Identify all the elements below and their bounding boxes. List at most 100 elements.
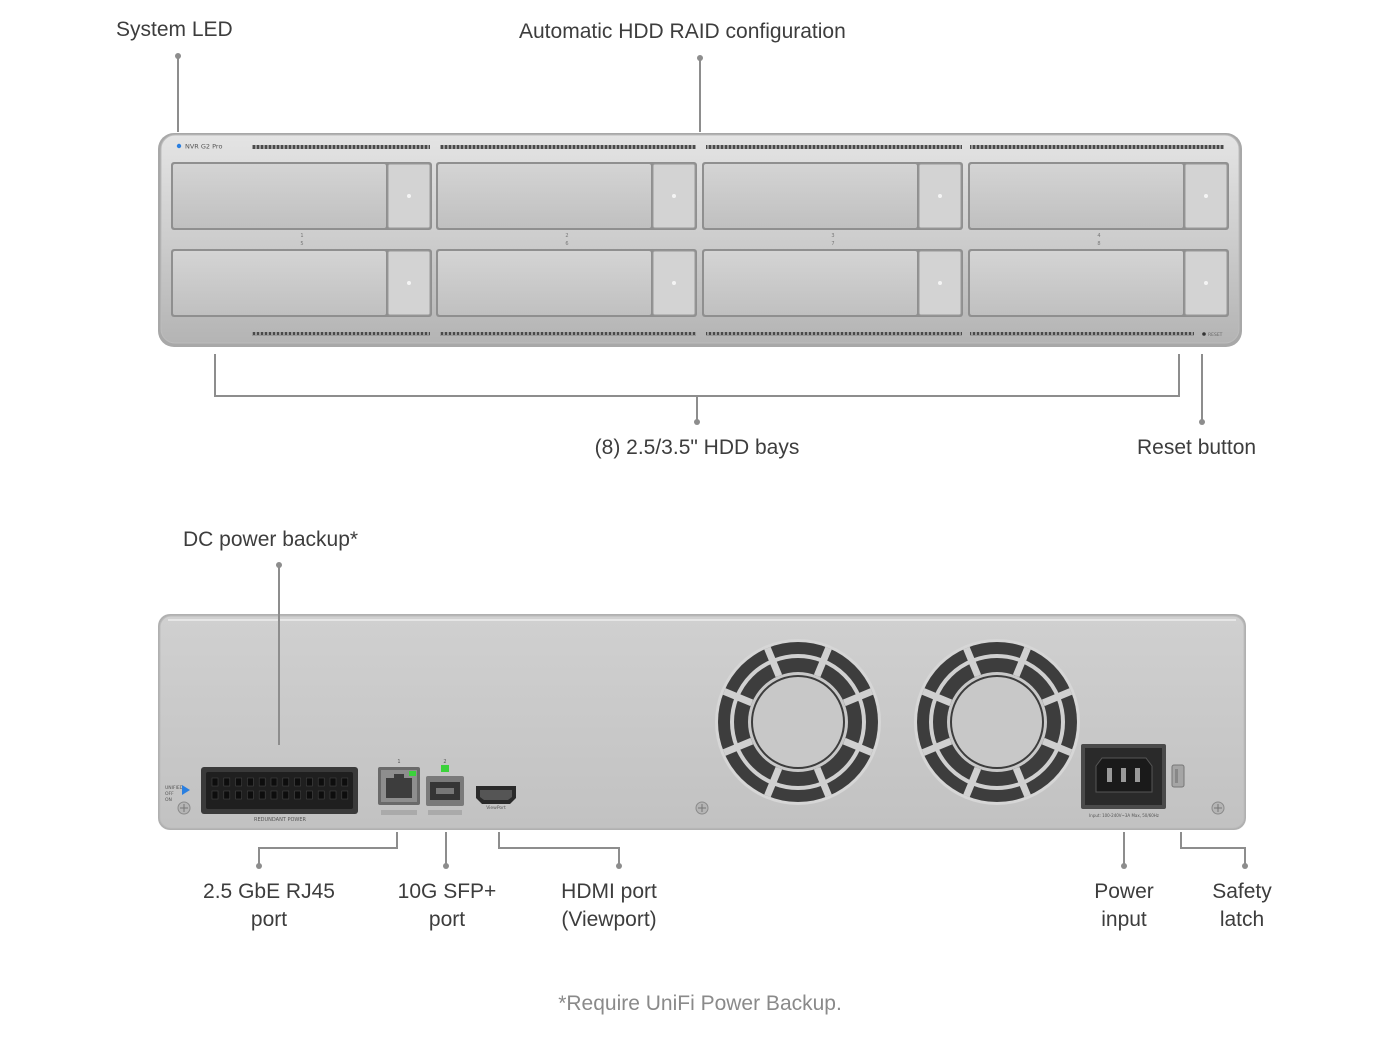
dc-power-backup-port[interactable] xyxy=(201,767,358,814)
hdd-bay-tray[interactable] xyxy=(171,162,432,230)
bay-number: 8 xyxy=(1097,241,1100,247)
sfp-label-line2: port xyxy=(428,908,466,931)
power-label-line1: Power xyxy=(1094,880,1154,903)
connector-pin xyxy=(341,777,349,787)
front-panel: NVR G2 Pro RESET 1 2 3 4 5 6 7 8 xyxy=(158,133,1242,347)
switch-text: ON xyxy=(165,797,172,803)
connector-pin xyxy=(247,790,254,800)
front-vent xyxy=(440,145,696,149)
dc-power-backup-label: DC power backup* xyxy=(183,528,359,551)
rj45-label-line1: 2.5 GbE RJ45 xyxy=(203,880,335,903)
connector-pin xyxy=(306,777,313,787)
device-badge: NVR G2 Pro xyxy=(185,143,222,151)
hdmi-port-label: HDMI port (Viewport) xyxy=(561,878,657,934)
rj45-port[interactable] xyxy=(378,767,420,805)
footnote: *Require UniFi Power Backup. xyxy=(558,992,842,1015)
latch-label-line2: latch xyxy=(1219,908,1265,931)
connector-pin xyxy=(329,790,337,800)
screw-icon xyxy=(177,801,191,815)
rear-leader-lines xyxy=(258,565,1246,866)
hdd-bays-label: (8) 2.5/3.5" HDD bays xyxy=(594,436,800,459)
connector-pin xyxy=(282,790,290,800)
front-vent xyxy=(970,332,1194,336)
connector-pin xyxy=(211,777,219,787)
hdd-bay-tray[interactable] xyxy=(968,162,1229,230)
hdd-bay-tray[interactable] xyxy=(436,162,697,230)
bay-led xyxy=(672,194,676,198)
bay-number: 5 xyxy=(300,241,303,247)
port-number: 1 xyxy=(397,759,400,765)
viewport-text: ViewPort xyxy=(486,805,506,811)
port-label-plate xyxy=(381,810,417,815)
system-led-label: System LED xyxy=(116,18,233,41)
connector-pin xyxy=(306,790,313,800)
connector-pin xyxy=(341,790,349,800)
hdmi-port[interactable] xyxy=(476,786,516,804)
bay-led xyxy=(938,281,942,285)
led-indicator xyxy=(182,785,190,795)
connector-pin xyxy=(317,790,325,800)
power-rating-text: Input: 100-240V~3A Max, 50/60Hz xyxy=(1089,813,1159,818)
bay-led xyxy=(672,281,676,285)
screw-icon xyxy=(695,801,709,815)
bay-number: 7 xyxy=(831,241,834,247)
hdmi-label-line2: (Viewport) xyxy=(561,908,657,931)
connector-pin xyxy=(294,777,301,787)
connector-pin xyxy=(270,790,278,800)
bay-led xyxy=(407,281,411,285)
screw-icon xyxy=(1211,801,1225,815)
connector-pin xyxy=(211,790,219,800)
connector-pin xyxy=(235,777,242,787)
bay-led xyxy=(1204,281,1208,285)
safety-latch[interactable] xyxy=(1171,764,1185,788)
port-label-plate xyxy=(428,810,462,815)
hdd-bays xyxy=(171,162,1229,317)
connector-pin xyxy=(223,790,231,800)
hdd-bay-tray[interactable] xyxy=(968,249,1229,317)
connector-pin xyxy=(294,790,301,800)
power-input-label: Power input xyxy=(1094,878,1154,934)
front-vent xyxy=(706,145,962,149)
bay-number: 2 xyxy=(565,233,568,239)
power-label-line2: input xyxy=(1101,908,1147,931)
connector-pin xyxy=(223,777,231,787)
connector-pin xyxy=(258,790,266,800)
connector-pin xyxy=(235,790,242,800)
fan-icon xyxy=(914,639,1080,805)
sfp-port-label: 10G SFP+ port xyxy=(398,878,497,934)
connector-pin xyxy=(247,777,254,787)
rear-panel: UNIFIED OFF ON REDUNDANT POWER 1 2 xyxy=(158,614,1246,830)
power-input-port[interactable] xyxy=(1081,744,1166,809)
sfp-label-line1: 10G SFP+ xyxy=(397,880,497,903)
fan-icon xyxy=(715,639,881,805)
latch-label-line1: Safety xyxy=(1212,880,1272,903)
bay-number: 1 xyxy=(300,233,303,239)
rj45-port-label: 2.5 GbE RJ45 port xyxy=(203,878,335,934)
bay-led xyxy=(938,194,942,198)
hdd-bay-tray[interactable] xyxy=(171,249,432,317)
hdd-bay-tray[interactable] xyxy=(702,162,963,230)
front-vent xyxy=(252,332,430,336)
sfp-led xyxy=(441,765,449,772)
bay-number: 3 xyxy=(831,233,834,239)
rj45-label-line2: port xyxy=(250,908,288,931)
front-vent xyxy=(252,145,430,149)
front-vent xyxy=(706,332,962,336)
connector-pin xyxy=(258,777,266,787)
hdd-bay-tray[interactable] xyxy=(702,249,963,317)
connector-pin xyxy=(270,777,278,787)
connector-pin xyxy=(329,777,337,787)
link-led xyxy=(409,771,416,776)
bay-led xyxy=(1204,194,1208,198)
reset-mark: RESET xyxy=(1208,332,1223,338)
sfp-port[interactable] xyxy=(426,776,464,806)
bay-number: 4 xyxy=(1097,233,1100,239)
port-number: 2 xyxy=(443,759,446,765)
reset-button[interactable] xyxy=(1202,332,1206,336)
front-vent xyxy=(440,332,696,336)
connector-pin xyxy=(282,777,290,787)
system-led xyxy=(176,143,182,149)
front-leader-dots xyxy=(175,53,1205,425)
hdd-bay-tray[interactable] xyxy=(436,249,697,317)
